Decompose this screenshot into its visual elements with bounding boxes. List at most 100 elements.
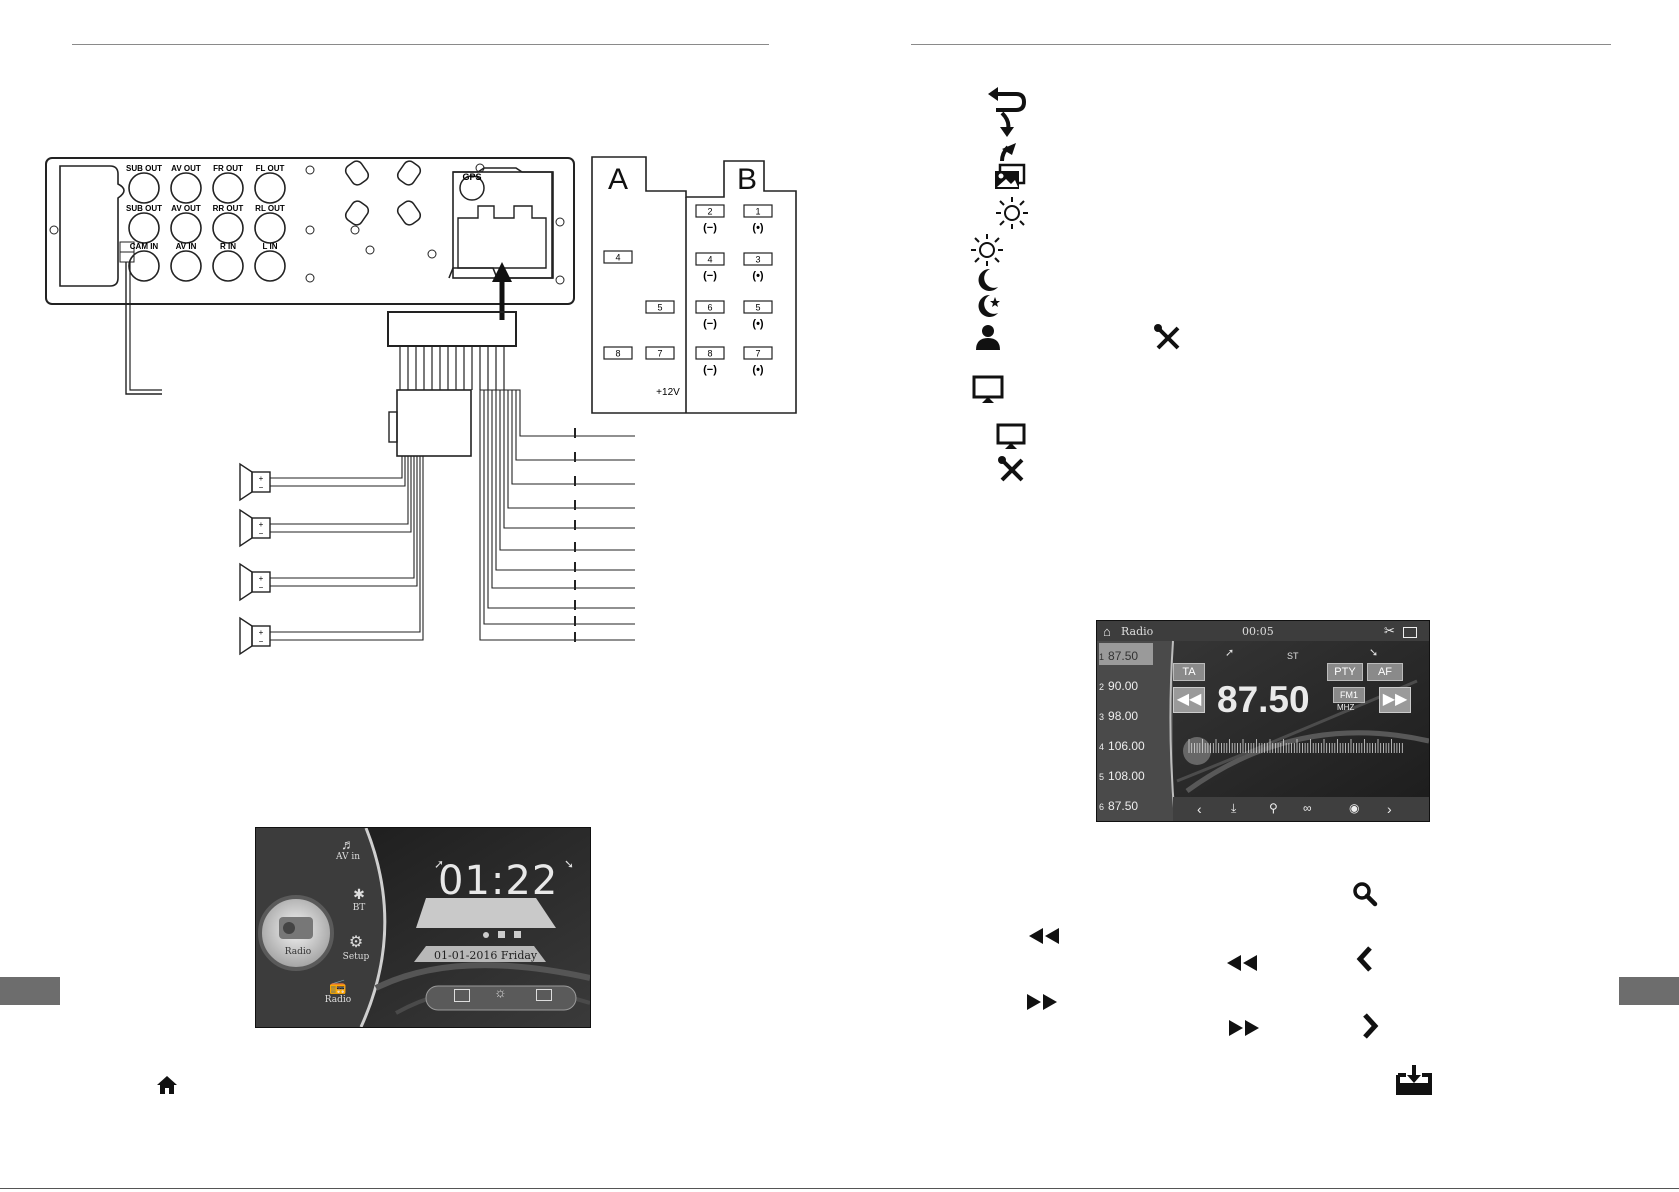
jack-label: L IN [263, 242, 278, 251]
jack-label: AV OUT [171, 204, 201, 213]
connector-a-label: A [608, 163, 628, 196]
jack-label: SUB OUT [126, 204, 162, 213]
band-button[interactable]: FM1 [1333, 687, 1365, 703]
pin-box: 6(−) [695, 300, 725, 330]
home-menu-bt[interactable]: ✱ BT [344, 886, 374, 913]
user-icon [976, 325, 1000, 350]
gallery-icon[interactable] [454, 989, 470, 1002]
stereo-icon[interactable]: ∞ [1303, 801, 1312, 815]
prev-page-icon[interactable]: ‹ [1197, 801, 1202, 817]
save-preset-icon[interactable]: ⤓ [1231, 801, 1237, 815]
radio-screen-image: ⌂ Radio 00:05 ✂ ➚ ST ➘ TA PTY AF ◀◀ 87.5… [1096, 620, 1430, 822]
pin-box: 5 [645, 300, 675, 314]
rca-jack: CAM IN [128, 242, 160, 282]
up-arrow-icon [1000, 143, 1016, 162]
rewind-icon [1029, 928, 1059, 944]
pin-number: 4 [615, 253, 620, 263]
search-icon[interactable]: ⚲ [1269, 801, 1278, 815]
monitor-icon[interactable] [1403, 627, 1417, 638]
brightness-icon [971, 234, 1003, 266]
home-menu-setup[interactable]: ⚙ Setup [338, 932, 374, 962]
pin-box: 2(−) [695, 204, 725, 234]
wire [270, 456, 412, 533]
home-menu-radio[interactable]: 📻 Radio [320, 978, 356, 1005]
tools-icon[interactable]: ✂ [1384, 623, 1395, 638]
pin-number: 4 [707, 255, 712, 265]
pin-box: 1(•) [743, 204, 773, 234]
preset-frequency: 87.50 [1108, 799, 1139, 813]
seek-back-button[interactable]: ◀◀ [1173, 687, 1205, 713]
bluetooth-icon: ✱ [353, 886, 365, 902]
jack-label: SUB OUT [126, 164, 162, 173]
home-radio-button[interactable]: Radio [284, 947, 312, 957]
pty-button[interactable]: PTY [1327, 663, 1363, 681]
tools-icon [1154, 324, 1180, 350]
rca-jack: AV OUT [170, 164, 202, 204]
polarity-label: (−) [703, 270, 717, 282]
speaker-plus: + [259, 520, 264, 529]
monitor-icon[interactable] [536, 989, 552, 1001]
speaker-minus: − [259, 529, 264, 538]
rewind-icon [1227, 955, 1257, 971]
speaker-minus: − [259, 637, 264, 646]
ta-button[interactable]: TA [1173, 663, 1205, 681]
down-arrow-icon[interactable]: ➘ [1369, 647, 1379, 659]
preset-frequency: 87.50 [1108, 649, 1139, 663]
bottom-rule [0, 1188, 1679, 1189]
speaker-icon: +− [239, 616, 271, 656]
wire [479, 389, 635, 641]
preset-number: 6 [1099, 802, 1105, 812]
fast-forward-icon [1027, 994, 1057, 1010]
af-button[interactable]: AF [1367, 663, 1403, 681]
unit-label: MHZ [1337, 703, 1355, 712]
next-page-icon[interactable]: › [1387, 801, 1392, 817]
gallery-icon [995, 163, 1026, 189]
rca-jack: SUB OUT [126, 164, 162, 204]
pin-box: 7(•) [743, 346, 773, 376]
rca-jack: AV OUT [170, 204, 202, 244]
gear-icon: ⚙ [348, 934, 364, 951]
pin-box: 8 [603, 346, 633, 360]
wire [270, 456, 415, 579]
preset-number: 4 [1099, 742, 1105, 752]
pin-box: 4 [603, 250, 633, 264]
tools-icon [998, 456, 1024, 482]
radio-home-icon[interactable]: ⌂ [1103, 624, 1111, 639]
pin-number: 8 [615, 349, 620, 359]
broadcast-icon[interactable]: ◉ [1349, 801, 1360, 815]
icon-legend [971, 87, 1180, 482]
speaker-minus: − [259, 483, 264, 492]
av-in-icon: ♬ [341, 836, 355, 852]
seek-forward-button[interactable]: ▶▶ [1379, 687, 1411, 713]
chevron-right-icon [1363, 1013, 1379, 1039]
top-rule-right [911, 44, 1611, 45]
search-icon [1353, 882, 1378, 907]
polarity-label: (−) [703, 364, 717, 376]
st-indicator: ST [1287, 651, 1299, 661]
radio-icon: 📻 [329, 978, 347, 994]
up-arrow-icon[interactable]: ➚ [1225, 647, 1235, 659]
preset-frequency: 106.00 [1108, 739, 1145, 753]
home-menu-av-in[interactable]: ♬ AV in [328, 836, 368, 862]
pin-box: 4 (−) [695, 252, 725, 282]
preset-frequency: 90.00 [1108, 679, 1139, 693]
polarity-label: (−) [703, 222, 717, 234]
pin-box: 8(−) [695, 346, 725, 376]
jack-label: RR OUT [213, 204, 244, 213]
pin-number: 6 [707, 303, 712, 313]
connector-b-label: B [737, 163, 757, 196]
wire [270, 456, 421, 633]
svg-text:➘: ➘ [564, 857, 574, 871]
rca-jack: SUB OUT [126, 204, 162, 244]
jack-label: RL OUT [255, 204, 285, 213]
polarity-label: (•) [752, 270, 764, 282]
brightness-icon[interactable]: ☼ [494, 984, 507, 1000]
radio-clock: 00:05 [1242, 625, 1274, 638]
